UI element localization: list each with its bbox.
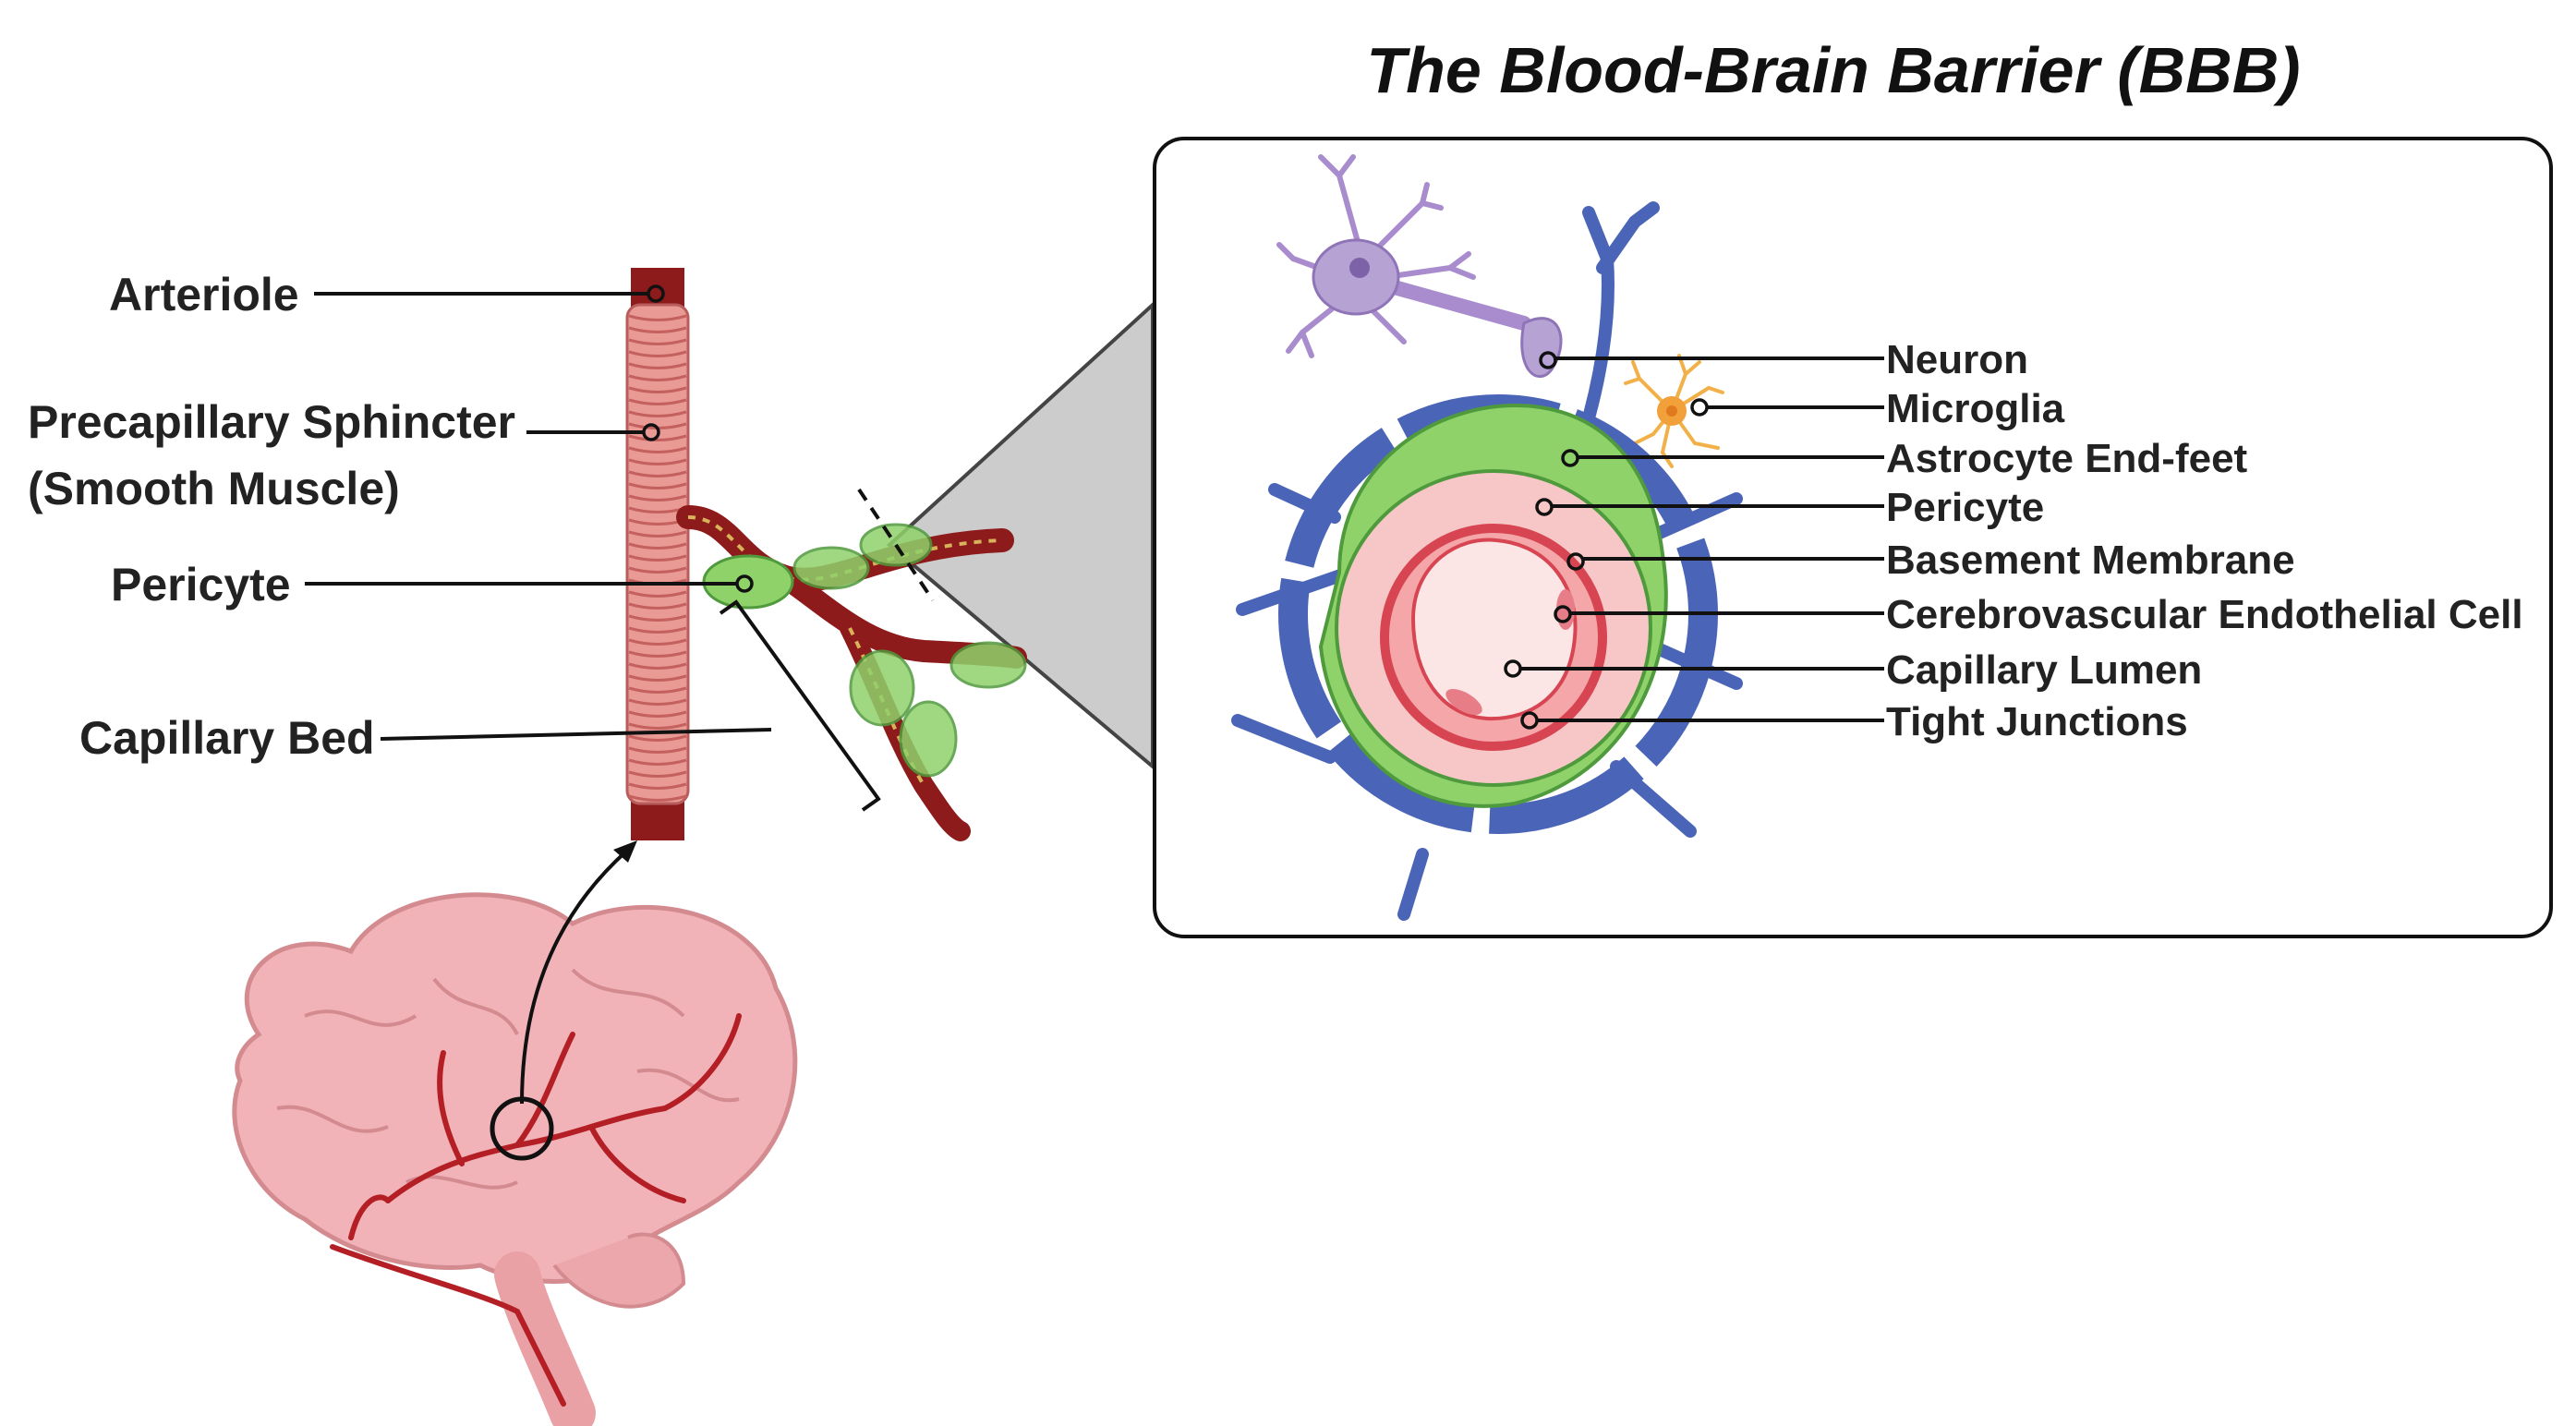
label-neuron: Neuron	[1886, 337, 2028, 382]
bbb-leader-lines	[1504, 351, 1884, 730]
label-capillary-lumen: Capillary Lumen	[1886, 647, 2202, 693]
label-smooth-muscle: (Smooth Muscle)	[28, 463, 400, 514]
label-microglia: Microglia	[1886, 386, 2065, 431]
label-capillary-bed: Capillary Bed	[79, 712, 375, 764]
capillary-branches	[676, 488, 1027, 841]
neuron-cell	[1276, 154, 1563, 379]
capillary-bed-bracket	[719, 599, 881, 812]
label-basement-membrane: Basement Membrane	[1886, 538, 2295, 583]
brain-to-vessel-arrow	[520, 840, 637, 1105]
diagram-title: The Blood-Brain Barrier (BBB)	[1366, 34, 2300, 106]
label-astrocyte-end-feet: Astrocyte End-feet	[1886, 436, 2248, 481]
label-endothelial-cell: Cerebrovascular Endothelial Cell	[1886, 592, 2523, 637]
arteriole-vessel	[625, 268, 690, 840]
left-leader-lines	[305, 284, 772, 741]
label-precapillary-sphincter: Precapillary Sphincter	[28, 396, 515, 448]
brain-illustration	[232, 892, 798, 1426]
label-pericyte-right: Pericyte	[1886, 485, 2044, 530]
microglia-cell	[1624, 354, 1724, 468]
label-arteriole: Arteriole	[109, 269, 299, 320]
label-tight-junctions: Tight Junctions	[1886, 699, 2188, 744]
label-pericyte-left: Pericyte	[111, 559, 291, 610]
